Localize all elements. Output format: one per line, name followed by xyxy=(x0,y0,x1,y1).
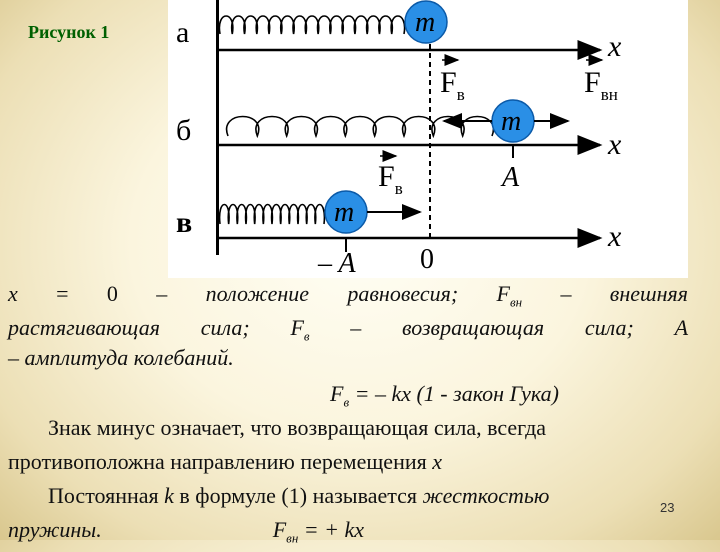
subscript-v-2: в xyxy=(303,328,310,344)
force-restoring-label-c: Fв xyxy=(378,160,403,198)
text-equilibrium: положение равновесия; F xyxy=(205,281,510,306)
mass-a xyxy=(404,0,448,44)
page-number: 23 xyxy=(660,500,675,515)
mass-label-a: m xyxy=(415,7,435,38)
text-line-5: Знак минус означает, что возвращающая си… xyxy=(48,414,688,442)
amplitude-pos-label: A xyxy=(500,162,520,193)
text-line-1: x = 0 – положение равновесия; Fвн – внеш… xyxy=(8,280,688,316)
spring-b xyxy=(225,115,495,139)
symbol-x: x xyxy=(8,281,18,306)
symbol-f-8: F xyxy=(272,517,287,542)
mass-label-c: m xyxy=(334,197,354,228)
amplitude-neg-label: – A xyxy=(317,248,356,278)
axis-label-b: x xyxy=(607,128,622,161)
row-label-a: а xyxy=(176,16,189,49)
symbol-a: А xyxy=(674,315,689,340)
text-stiffness: жесткостью xyxy=(422,483,550,508)
text-line-3: – амплитуда колебаний. xyxy=(8,344,688,372)
symbol-f-4: F xyxy=(330,381,344,406)
text-amplitude: – амплитуда колебаний. xyxy=(8,345,234,370)
text-stretching-force: растягивающая сила; xyxy=(8,315,250,340)
force-restoring-label-a: Fв xyxy=(440,66,465,104)
spring-a xyxy=(218,15,406,35)
text-hooke-law: = – kx (1 - закон Гука) xyxy=(354,381,559,406)
spring-c xyxy=(218,203,326,225)
figure-label: Рисунок 1 xyxy=(28,22,110,42)
text-external: – внешняя xyxy=(560,281,688,306)
text-minus-sign: Знак минус означает, что возвращающая си… xyxy=(48,415,547,440)
subscript-vn-8: вн xyxy=(286,530,299,546)
row-label-b: б xyxy=(176,114,191,147)
text-eq-zero: = 0 – xyxy=(56,281,168,306)
text-opposite-direction: противоположна направлению перемещения xyxy=(8,449,427,474)
text-line-2: растягивающая сила; Fв – возвращающая си… xyxy=(8,314,688,350)
symbol-k: k xyxy=(164,483,174,508)
subscript-vn-1: вн xyxy=(509,294,523,310)
text-spring: пружины. xyxy=(8,517,102,542)
text-restoring-force: – возвращающая сила; xyxy=(350,315,634,340)
mass-label-b: m xyxy=(501,106,521,137)
subscript-v-4: в xyxy=(343,394,350,410)
text-called: в формуле (1) называется xyxy=(179,483,417,508)
text-constant: Постоянная xyxy=(48,483,159,508)
text-line-6: противоположна направлению перемещения x xyxy=(8,448,688,476)
zero-label: 0 xyxy=(420,244,434,275)
text-line-8: пружины. Fвн = + kx xyxy=(8,516,688,552)
symbol-x-6: x xyxy=(432,449,442,474)
force-external-label: Fвн xyxy=(584,66,618,104)
wall xyxy=(216,0,219,255)
axis-label-a: x xyxy=(607,30,622,63)
spring-diagram: а б в x x x m m m Fв Fвн Fв xyxy=(168,0,688,278)
axis-label-c: x xyxy=(607,220,622,253)
text-line-4: Fв = – kx (1 - закон Гука) xyxy=(330,380,710,416)
text-plus-kx: = + kx xyxy=(303,517,364,542)
row-label-v: в xyxy=(176,206,192,239)
symbol-f-2: F xyxy=(290,315,304,340)
text-line-7: Постоянная k в формуле (1) называется же… xyxy=(48,482,688,510)
